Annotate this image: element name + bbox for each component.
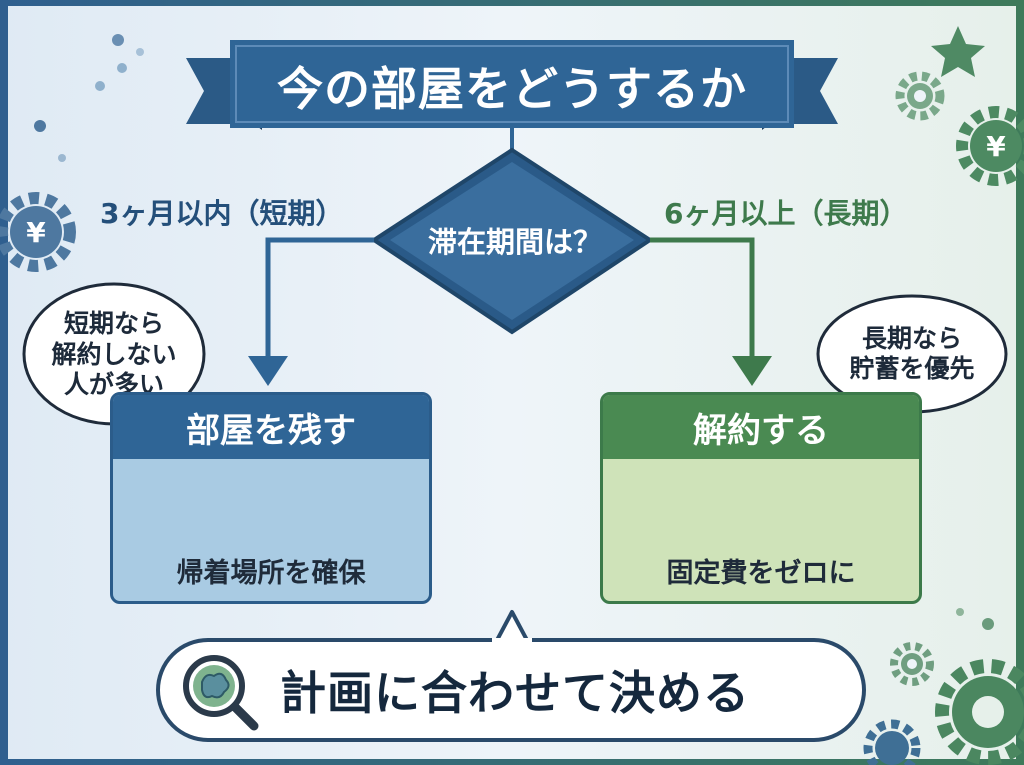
gear-icon (890, 642, 934, 686)
svg-text:¥: ¥ (26, 216, 46, 249)
conclusion-pill (156, 610, 866, 742)
svg-text:¥: ¥ (986, 130, 1006, 163)
frame-top (0, 0, 1024, 6)
star-icon (931, 26, 985, 77)
yen-gear-icon: ¥ (956, 106, 1024, 186)
option-caption: 固定費をゼロに (666, 557, 856, 589)
yen-gear-icon: ¥ (0, 192, 76, 272)
frame-bottom (0, 759, 1024, 765)
decision-question: 滞在期間は？ (427, 225, 602, 259)
branch-label-short: 3ヶ月以内（短期） (100, 197, 344, 230)
conclusion-text: 計画に合わせて決める (280, 666, 750, 720)
speech-bubble-left-text: 短期なら 解約しない 人が多い (30, 290, 198, 420)
page-title: 今の部屋をどうするか (277, 62, 747, 116)
bubble-line: 解約しない (51, 339, 177, 369)
magnifier-brain-icon (183, 655, 259, 731)
gear-icon (935, 659, 1024, 765)
speech-bubble-right (816, 294, 1008, 430)
frame-right (1016, 0, 1024, 765)
option-card-cancel-lease: 解約する 固定費をゼロに (600, 392, 922, 604)
bubble-line: 長期なら (861, 323, 962, 353)
title-ribbon (186, 40, 838, 130)
frame-left (0, 0, 8, 765)
branch-label-long: 6ヶ月以上（長期） (664, 197, 908, 230)
option-card-keep-room: 部屋を残す 帰着場所を確保 (110, 392, 432, 604)
gear-icon (863, 719, 921, 765)
right-branch-arrow (650, 237, 772, 386)
bubble-line: 短期なら (63, 309, 164, 339)
decision-diamond (370, 147, 654, 335)
option-illustration (603, 459, 919, 541)
option-title: 部屋を残す (113, 395, 429, 459)
speech-bubble-right-text: 長期なら 貯蓄を優先 (822, 304, 1002, 404)
decor-dots (34, 34, 994, 630)
bubble-line: 貯蓄を優先 (849, 354, 975, 383)
option-caption: 帰着場所を確保 (176, 557, 366, 589)
gear-icon (895, 71, 945, 121)
option-title: 解約する (603, 395, 919, 459)
left-branch-arrow (248, 237, 374, 386)
option-illustration (113, 459, 429, 541)
